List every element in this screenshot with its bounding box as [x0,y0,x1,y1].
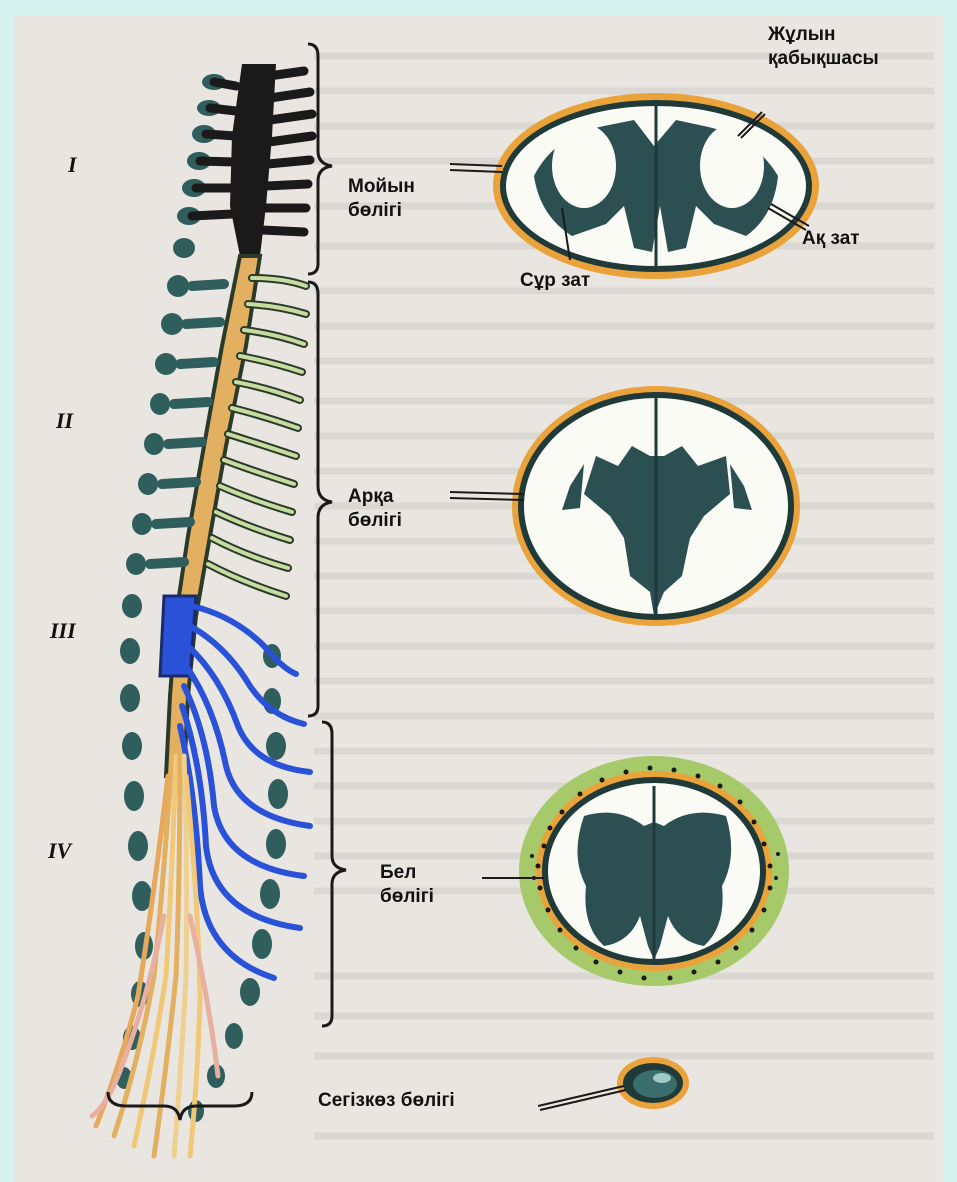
cauda-equina [92,756,218,1156]
figure-frame: I II III IV Жұлын қабықшасы Мойын бөлігі… [14,16,943,1182]
cross-section-sacral [617,1057,689,1109]
cross-section-cervical [493,93,819,279]
label-meninges-line2: қабықшасы [768,48,879,70]
cross-section-lumbar [519,756,789,986]
vertebrae-left-column [116,74,226,1089]
region-numeral-3: III [50,618,76,644]
label-thoracic-line2: бөлігі [348,510,402,532]
label-sacral: Сегізкөз бөлігі [318,1090,455,1112]
label-cervical-line2: бөлігі [348,200,402,222]
label-cervical-line1: Мойын [348,176,415,198]
spinal-cord-diagram [14,16,943,1182]
label-lumbar-line2: бөлігі [380,886,434,908]
label-meninges-line1: Жұлын [768,24,836,46]
label-gray-matter: Сұр зат [520,270,590,292]
label-lumbar-line1: Бел [380,862,416,884]
label-white-matter: Ақ зат [802,228,860,250]
label-thoracic-line1: Арқа [348,486,393,508]
region-numeral-4: IV [48,838,71,864]
region-numeral-1: I [68,152,77,178]
cross-section-thoracic [512,386,800,626]
vertebrae-right-column [188,644,288,1122]
region-numeral-2: II [56,408,73,434]
